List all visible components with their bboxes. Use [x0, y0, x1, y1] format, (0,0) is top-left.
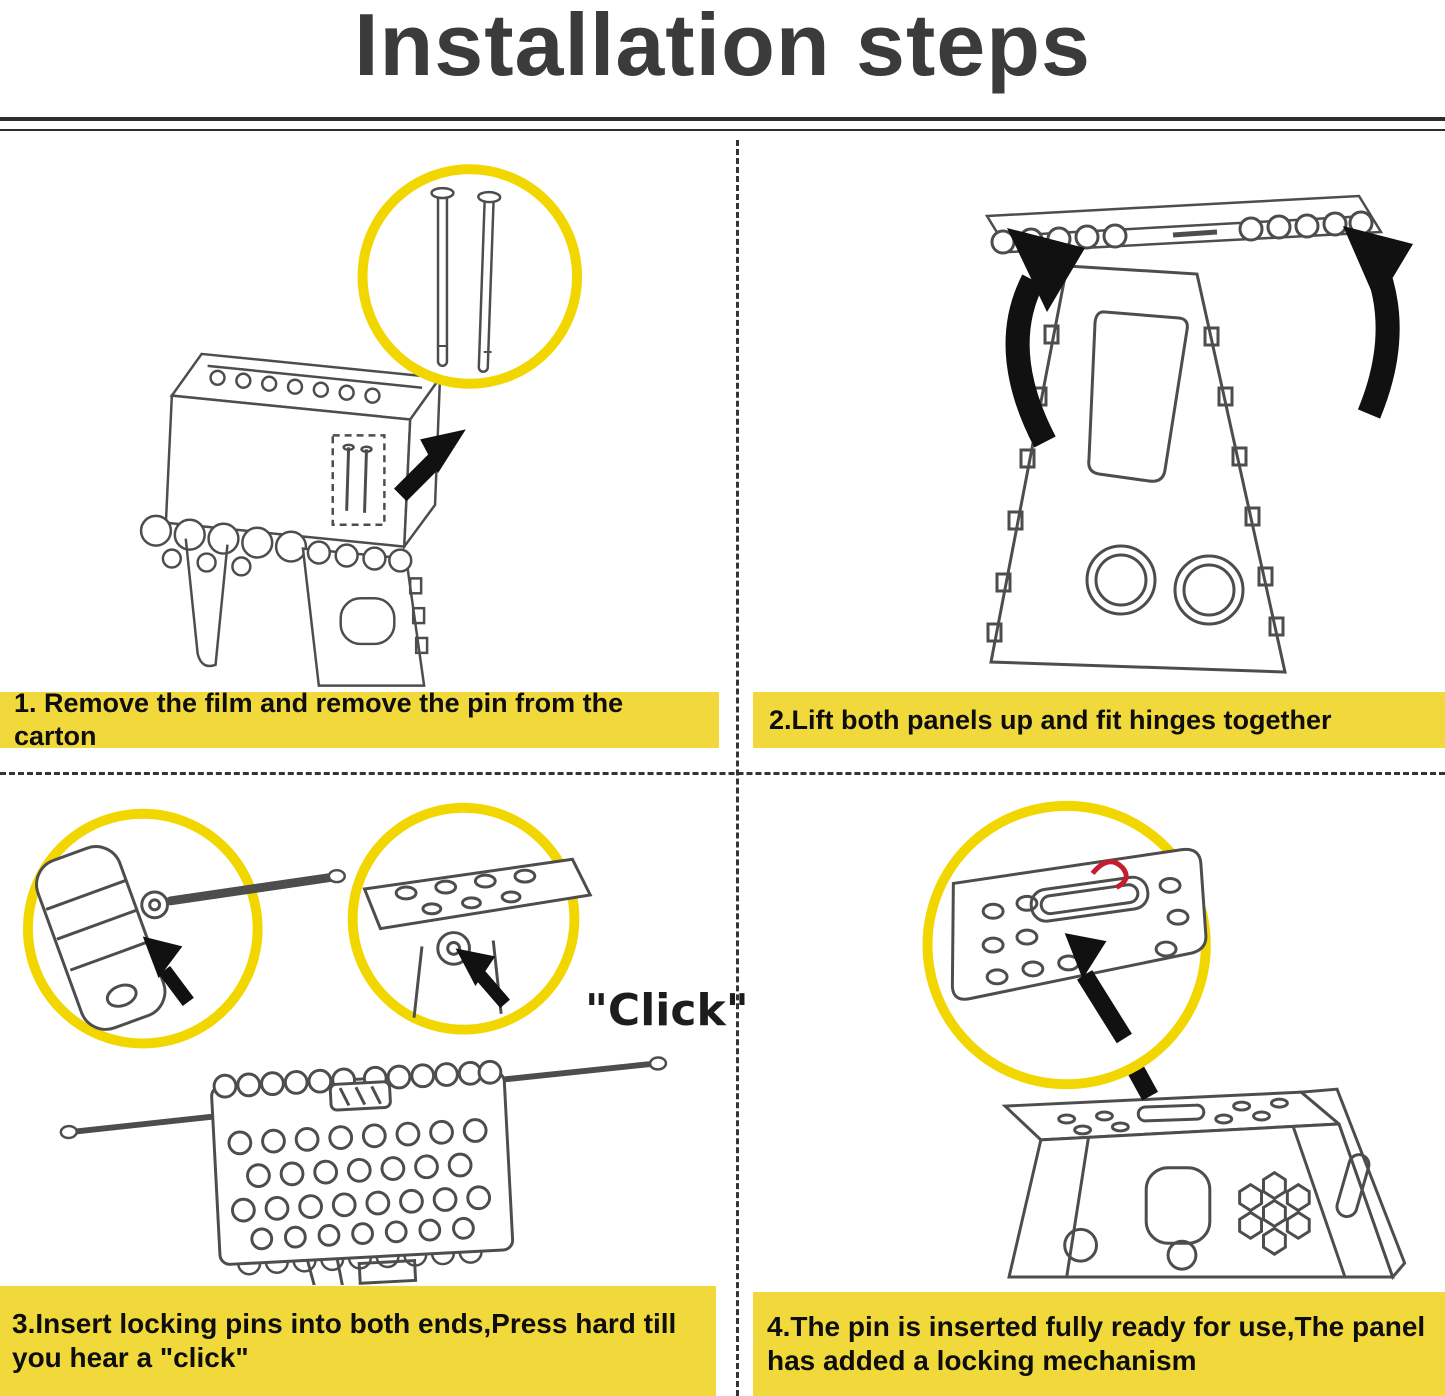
step3-illustration [22, 802, 668, 1285]
horizontal-dashed-divider [0, 772, 1445, 775]
carton-box-drawing [139, 352, 443, 687]
lift-arrow-left-icon [1005, 228, 1085, 448]
title-divider-top [0, 117, 1445, 121]
step2-illustration [984, 194, 1413, 674]
assembled-stool-drawing [1001, 1087, 1407, 1280]
pins-detail-circle [357, 164, 583, 389]
lock-detail-circle [922, 800, 1211, 1090]
panel-with-pins-drawing [59, 1056, 668, 1285]
arrow-to-pins-icon [393, 429, 466, 502]
step1-caption: 1. Remove the film and remove the pin fr… [0, 688, 719, 751]
lift-arrow-right-icon [1343, 226, 1413, 419]
red-lock-mark [1090, 859, 1129, 890]
title-divider-bottom [0, 129, 1445, 131]
vertical-dashed-divider [736, 140, 739, 1396]
click-annotation: "Click" [585, 985, 749, 1036]
step4-caption: 4.The pin is inserted fully ready for us… [753, 1292, 1445, 1396]
unfolding-stool-drawing [984, 194, 1384, 674]
step2-caption: 2.Lift both panels up and fit hinges tog… [753, 692, 1445, 748]
hinge-click-detail-circle [347, 802, 593, 1035]
page-title: Installation steps [354, 0, 1091, 94]
step1-illustration [139, 164, 583, 687]
step4-illustration [922, 800, 1407, 1280]
step3-caption: 3.Insert locking pins into both ends,Pre… [0, 1286, 716, 1396]
pin-insert-detail-circle [22, 808, 346, 1049]
